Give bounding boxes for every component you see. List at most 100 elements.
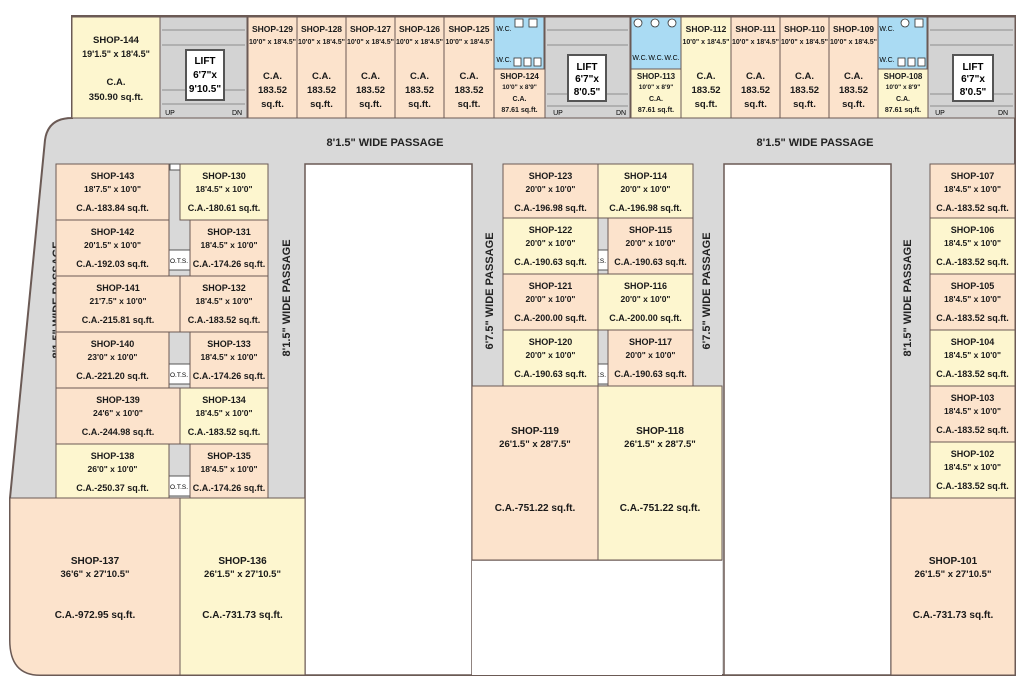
shop-dims-text: 18'4.5" x 10'0" bbox=[944, 184, 1001, 194]
shop-ca-text: C.A. bbox=[410, 71, 429, 82]
shop-name-text: SHOP-124 bbox=[500, 72, 539, 81]
shop-dims-text: 10'0" x 18'4.5" bbox=[298, 39, 345, 46]
shop-box bbox=[394, 16, 445, 119]
shop-area-text: C.A.-183.52 sq.ft. bbox=[936, 481, 1009, 491]
shop-name-text: SHOP-109 bbox=[833, 24, 874, 34]
shop-box bbox=[890, 497, 1016, 676]
basin-icon bbox=[633, 18, 643, 28]
stair-up: UP bbox=[553, 110, 563, 117]
shop-138[interactable]: SHOP-138 26'0" x 10'0" C.A.-250.37 sq.ft. bbox=[55, 443, 170, 499]
wc-label: W.C. bbox=[879, 57, 894, 64]
shop-dims-text: 10'0" x 18'4.5" bbox=[781, 39, 828, 46]
shop-box bbox=[730, 16, 781, 119]
shop-dims-text: 24'6" x 10'0" bbox=[93, 408, 143, 418]
shop-area-text: C.A.-180.61 sq.ft. bbox=[188, 203, 261, 213]
shop-unit-text: sq.ft. bbox=[793, 99, 816, 110]
shop-dims-text: 10'0" x 18'4.5" bbox=[249, 39, 296, 46]
shop-box bbox=[55, 275, 181, 333]
shop-area-text: C.A.-174.26 sq.ft. bbox=[193, 259, 266, 269]
basin-icon bbox=[667, 18, 677, 28]
shop-dims-text: 18'4.5" x 10'0" bbox=[195, 408, 252, 418]
shop-name-text: SHOP-114 bbox=[624, 171, 667, 181]
shop-box bbox=[493, 68, 546, 119]
shop-area-text: C.A.-196.98 sq.ft. bbox=[514, 203, 587, 213]
shop-area-text: C.A.-731.73 sq.ft. bbox=[913, 610, 994, 621]
shop-box bbox=[247, 16, 298, 119]
shop-dims-text: 18'4.5" x 10'0" bbox=[200, 240, 257, 250]
shop-ca-text: C.A. bbox=[746, 71, 765, 82]
shop-area-text: C.A.-200.00 sq.ft. bbox=[514, 313, 587, 323]
shop-name-text: SHOP-128 bbox=[301, 24, 342, 34]
basin-icon bbox=[650, 18, 660, 28]
shop-name-text: SHOP-104 bbox=[951, 337, 995, 347]
shop-name-text: SHOP-101 bbox=[929, 556, 978, 567]
shop-area-text: C.A.-250.37 sq.ft. bbox=[76, 483, 149, 493]
basin-icon bbox=[523, 57, 532, 67]
stair-dn: DN bbox=[616, 110, 626, 117]
shop-box bbox=[189, 443, 269, 499]
shop-dims-text: 18'4.5" x 10'0" bbox=[195, 184, 252, 194]
shop-dims-text: 20'1.5" x 10'0" bbox=[84, 240, 141, 250]
shop-area-text: 183.52 bbox=[741, 85, 770, 96]
passage-label: 6'7.5" WIDE PASSAGE bbox=[701, 232, 713, 349]
shop-name-text: SHOP-138 bbox=[91, 451, 135, 461]
shop-box bbox=[607, 329, 694, 387]
shop-box bbox=[597, 163, 694, 219]
shop-name-text: SHOP-136 bbox=[218, 556, 267, 567]
courtyard-center bbox=[472, 560, 722, 675]
shop-name-text: SHOP-111 bbox=[735, 24, 775, 34]
shop-area-text: C.A.-221.20 sq.ft. bbox=[76, 371, 149, 381]
shop-area-text: C.A.-190.63 sq.ft. bbox=[514, 369, 587, 379]
wc-label: W.C. bbox=[648, 55, 663, 62]
shop-box bbox=[179, 163, 269, 221]
shop-dims-text: 20'0" x 10'0" bbox=[626, 350, 676, 360]
shop-area-text: C.A.-190.63 sq.ft. bbox=[514, 257, 587, 267]
shop-dims-text: 26'0" x 10'0" bbox=[88, 464, 138, 474]
wc-block-2: W.C. W.C. W.C. bbox=[630, 16, 682, 70]
shop-name-text: SHOP-142 bbox=[91, 227, 135, 237]
